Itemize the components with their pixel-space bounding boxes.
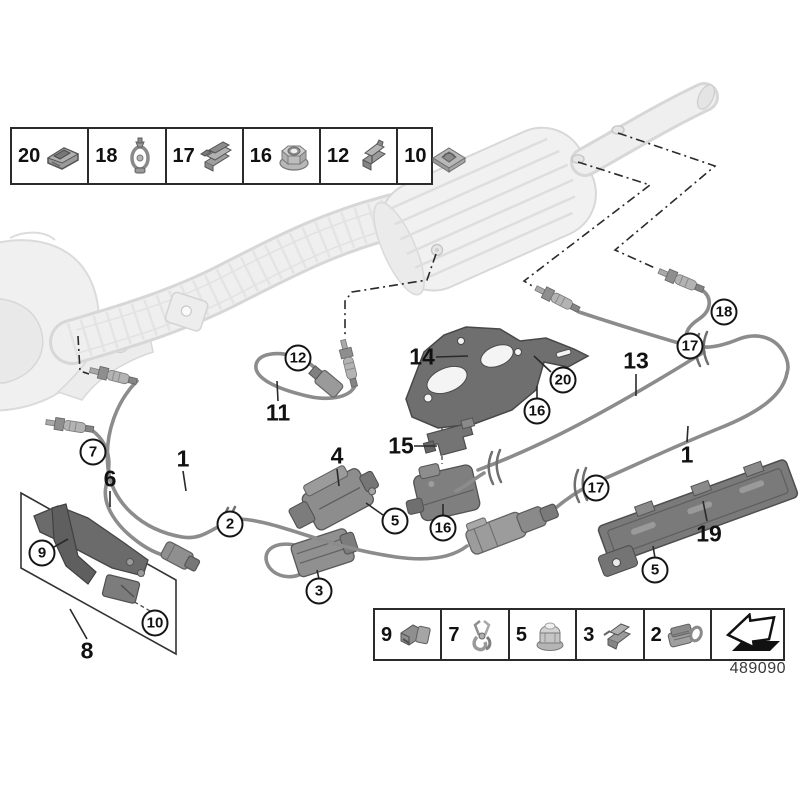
parts-cell-10[interactable]: 10 <box>398 129 473 183</box>
cable-clip-icon <box>199 141 232 172</box>
inline-connector <box>465 503 559 555</box>
callout-14[interactable]: 14 <box>409 343 435 370</box>
speed-nut-clip-icon <box>47 147 80 170</box>
exhaust-system <box>0 82 719 412</box>
parts-cell-9[interactable]: 9 <box>375 610 443 659</box>
part-number: 12 <box>327 145 350 167</box>
part-number: 16 <box>249 145 272 167</box>
callout-1[interactable]: 1 <box>680 441 694 468</box>
dash-dot-leaders <box>77 132 717 375</box>
cap-nut-icon <box>536 622 564 651</box>
callout-18[interactable]: 18 <box>710 298 738 326</box>
hose-clamp-icon <box>129 137 150 174</box>
tail-pipe <box>430 82 719 257</box>
module-3 <box>264 528 359 579</box>
parts-cell-18[interactable]: 18 <box>89 129 167 183</box>
part-number: 10 <box>404 145 427 167</box>
callout-7[interactable]: 7 <box>79 438 107 466</box>
callout-11[interactable]: 11 <box>265 399 291 426</box>
callout-5[interactable]: 5 <box>641 556 669 584</box>
diagram-number: 489090 <box>729 660 786 677</box>
parts-cell-5[interactable]: 5 <box>510 610 578 659</box>
bracket-clip-icon <box>400 623 432 646</box>
bracket-9-assembly <box>33 503 149 604</box>
exhaust-pipe <box>49 191 425 365</box>
parts-cell-17[interactable]: 17 <box>167 129 244 183</box>
parts-cell-16[interactable]: 16 <box>244 129 321 183</box>
part-number: 17 <box>172 145 195 167</box>
callout-17[interactable]: 17 <box>582 474 610 502</box>
callout-15[interactable]: 15 <box>388 432 414 459</box>
callout-6[interactable]: 6 <box>103 465 117 492</box>
parts-cell-2[interactable]: 2 <box>645 610 713 659</box>
grommet-icon <box>431 147 466 173</box>
direction-arrow-cell <box>712 610 783 659</box>
callout-3[interactable]: 3 <box>305 577 333 605</box>
callout-5[interactable]: 5 <box>381 507 409 535</box>
callout-20[interactable]: 20 <box>549 366 577 394</box>
part-number: 9 <box>381 623 393 646</box>
connector-icon <box>667 623 703 647</box>
part-number: 18 <box>95 145 118 167</box>
connector-plug <box>308 365 344 398</box>
callout-19[interactable]: 19 <box>696 520 722 547</box>
mounting-bracket-14 <box>405 326 590 429</box>
callout-12[interactable]: 12 <box>284 344 312 372</box>
callout-16[interactable]: 16 <box>429 514 457 542</box>
fasteners-table-bottom: 9 7 5 <box>373 608 785 661</box>
callout-1[interactable]: 1 <box>176 445 190 472</box>
holder-bracket-15 <box>422 417 476 457</box>
retaining-clip-icon <box>603 622 631 650</box>
callout-17[interactable]: 17 <box>676 332 704 360</box>
parts-cell-7[interactable]: 7 <box>442 610 510 659</box>
parts-cell-20[interactable]: 20 <box>12 129 90 183</box>
callout-2[interactable]: 2 <box>216 510 244 538</box>
direction-arrow-icon <box>725 612 781 651</box>
callout-16[interactable]: 16 <box>523 397 551 425</box>
parts-cell-3[interactable]: 3 <box>577 610 645 659</box>
fasteners-table-top: 20 18 17 <box>10 127 466 185</box>
cable-tray-19 <box>597 459 799 577</box>
spring-clamp-icon <box>472 619 492 651</box>
part-number: 3 <box>583 623 595 646</box>
callout-13[interactable]: 13 <box>623 347 649 374</box>
label-leaders <box>53 355 708 640</box>
callout-10[interactable]: 10 <box>141 609 169 637</box>
cable-clip-icon <box>362 139 387 171</box>
sensor-module-16 <box>405 463 481 522</box>
part-number: 2 <box>650 623 662 646</box>
callout-9[interactable]: 9 <box>28 539 56 567</box>
callout-4[interactable]: 4 <box>330 442 344 469</box>
catalytic-converter <box>0 231 154 412</box>
flange-nut-icon <box>279 145 309 171</box>
parts-cell-12[interactable]: 12 <box>321 129 399 183</box>
callout-8[interactable]: 8 <box>80 637 94 664</box>
part-number: 7 <box>448 623 460 646</box>
connector-plug <box>160 541 201 572</box>
part-number: 5 <box>515 623 527 646</box>
part-number: 20 <box>18 145 41 167</box>
